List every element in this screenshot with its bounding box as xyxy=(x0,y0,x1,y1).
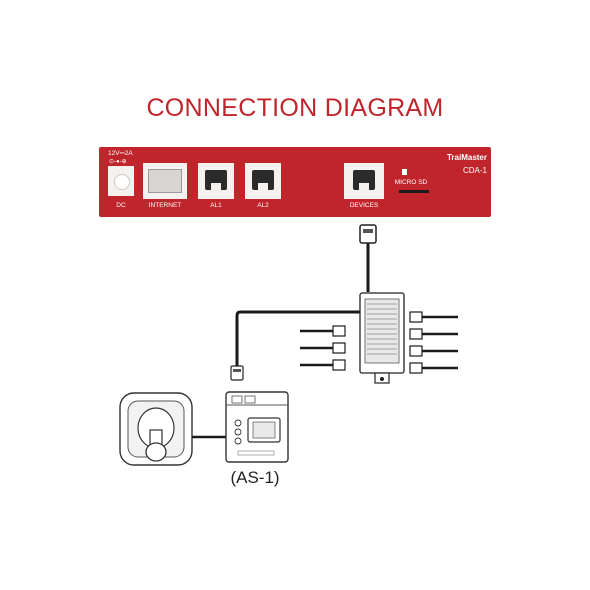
device-back-panel: 12V⎓2A ⊙-●-⊕ DC INTERNET AL1 AL2 DEVICES… xyxy=(99,147,491,217)
devices-port xyxy=(344,163,384,199)
dc-socket-icon xyxy=(114,174,130,190)
module-caption: (AS-1) xyxy=(230,468,280,487)
devices-cable xyxy=(359,224,377,292)
diagram-title: CONNECTION DIAGRAM xyxy=(146,94,444,122)
ethernet-jack-icon xyxy=(148,169,182,193)
splitter-right-ports xyxy=(409,311,458,374)
splitter-box xyxy=(359,292,405,384)
rj-jack-icon xyxy=(252,170,274,190)
al1-port-label: AL1 xyxy=(210,202,222,209)
power-polarity-icon: ⊙-●-⊕ xyxy=(109,159,127,165)
micro-sd-led-icon xyxy=(402,169,407,175)
internet-port-label: INTERNET xyxy=(148,202,182,209)
brand-logo: TraiMaster xyxy=(446,153,487,162)
power-rating-label: 12V⎓2A xyxy=(108,150,133,157)
al2-port xyxy=(245,163,281,199)
al1-port xyxy=(198,163,234,199)
joystick-icon xyxy=(119,392,226,466)
micro-sd-slot xyxy=(399,190,429,193)
dc-power-port xyxy=(108,166,134,196)
model-label: CDA-1 xyxy=(462,166,487,175)
rj-jack-icon xyxy=(205,170,227,190)
micro-sd-label: MICRO SD xyxy=(394,179,428,186)
devices-port-label: DEVICES xyxy=(349,202,379,209)
as1-module xyxy=(225,391,289,463)
al2-port-label: AL2 xyxy=(257,202,269,209)
internet-ethernet-port xyxy=(143,163,187,199)
dc-port-label: DC xyxy=(116,202,126,209)
splitter-left-ports xyxy=(300,325,346,371)
rj-jack-icon xyxy=(353,170,375,190)
module-cable xyxy=(230,310,360,381)
